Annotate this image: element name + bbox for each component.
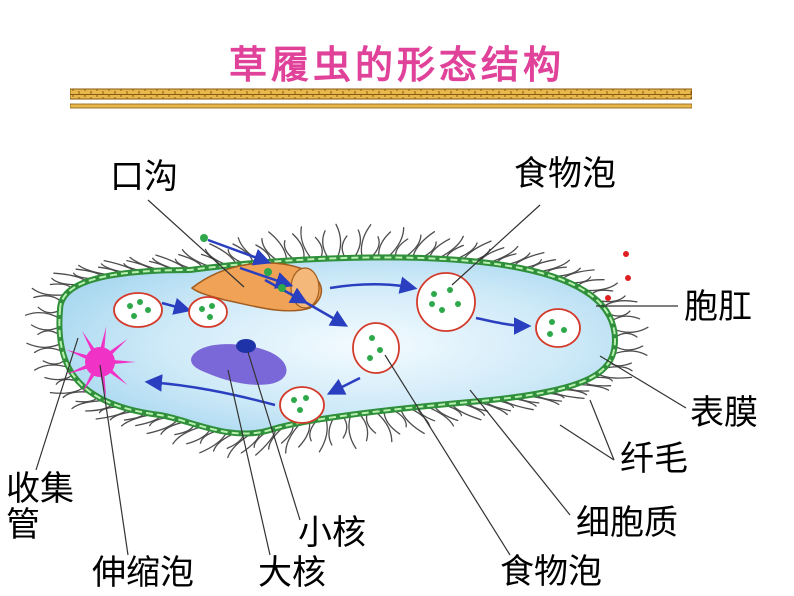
label-macronucleus: 大核 <box>258 553 326 593</box>
cilium <box>375 411 393 443</box>
cilium <box>300 226 313 260</box>
cilium <box>612 350 648 356</box>
food-particles <box>200 234 286 292</box>
food-vacuole <box>535 308 581 348</box>
food-vacuole <box>113 292 163 328</box>
cilium <box>172 425 203 445</box>
cilium <box>378 231 392 259</box>
cilium <box>383 410 401 435</box>
label-food-vacuole-top: 食物泡 <box>514 154 616 194</box>
cilium <box>583 282 618 292</box>
cilium <box>353 229 362 259</box>
collecting-canal <box>82 371 96 394</box>
pellicle-dashes <box>58 256 617 435</box>
cilium <box>227 432 253 459</box>
collecting-canal <box>82 330 96 353</box>
food-vacuoles <box>113 272 581 424</box>
cilium <box>614 345 644 351</box>
collecting-canal <box>99 326 107 351</box>
cilium <box>613 326 649 333</box>
label-contractile-vacuole: 伸缩泡 <box>92 553 194 593</box>
label-oral-groove: 口沟 <box>110 157 178 197</box>
cilium <box>37 330 61 336</box>
label-cytoplasm: 细胞质 <box>576 503 678 543</box>
cilium <box>209 243 238 266</box>
cilium <box>322 230 330 260</box>
food-vacuole <box>352 322 400 374</box>
title-divider <box>70 88 692 109</box>
cilium <box>33 295 63 303</box>
cilium <box>26 342 62 348</box>
collecting-canal <box>66 364 90 375</box>
cell-body <box>56 254 619 437</box>
cilium <box>33 347 64 354</box>
waste-particles <box>605 251 631 301</box>
cilium <box>42 359 66 365</box>
cilium <box>24 312 61 320</box>
cilium <box>314 236 323 260</box>
food-vacuole <box>188 296 228 328</box>
cilium <box>31 287 67 296</box>
cilium <box>328 416 335 446</box>
cilium <box>614 332 638 339</box>
cilium <box>341 415 348 439</box>
cilium <box>30 324 61 331</box>
cilium <box>370 236 380 259</box>
label-pellicle: 表膜 <box>690 393 758 433</box>
food-vacuole <box>279 386 325 424</box>
macronucleus <box>191 344 287 385</box>
label-food-vacuole-bottom: 食物泡 <box>500 552 602 592</box>
cilium <box>335 223 342 259</box>
cilium <box>611 315 641 322</box>
collecting-canal <box>66 349 90 360</box>
leader-lines <box>35 199 687 556</box>
micronucleus <box>236 339 256 353</box>
collecting-canal <box>111 359 136 365</box>
cilium <box>341 235 348 259</box>
cilium <box>348 414 357 450</box>
cilium <box>425 405 455 427</box>
cilium <box>199 431 228 454</box>
diagram-title: 草履虫的形态结构 <box>228 42 565 87</box>
cilium <box>37 306 61 314</box>
contractile-vacuole-core <box>85 347 115 377</box>
label-collecting-tube-line2: 管 <box>6 505 40 545</box>
collecting-canal <box>107 338 128 357</box>
label-anal-pore: 胞肛 <box>684 287 752 327</box>
label-micronucleus: 小核 <box>298 513 366 553</box>
collecting-canal <box>107 367 128 386</box>
cilium <box>360 224 372 259</box>
cilium <box>318 417 328 453</box>
label-cilia: 纤毛 <box>620 439 688 479</box>
cilium <box>291 233 305 261</box>
food-vacuole <box>416 272 476 332</box>
food-path-arrows <box>144 238 532 407</box>
label-collecting-tube-line1: 收集 <box>6 469 74 509</box>
cilium <box>34 364 70 371</box>
